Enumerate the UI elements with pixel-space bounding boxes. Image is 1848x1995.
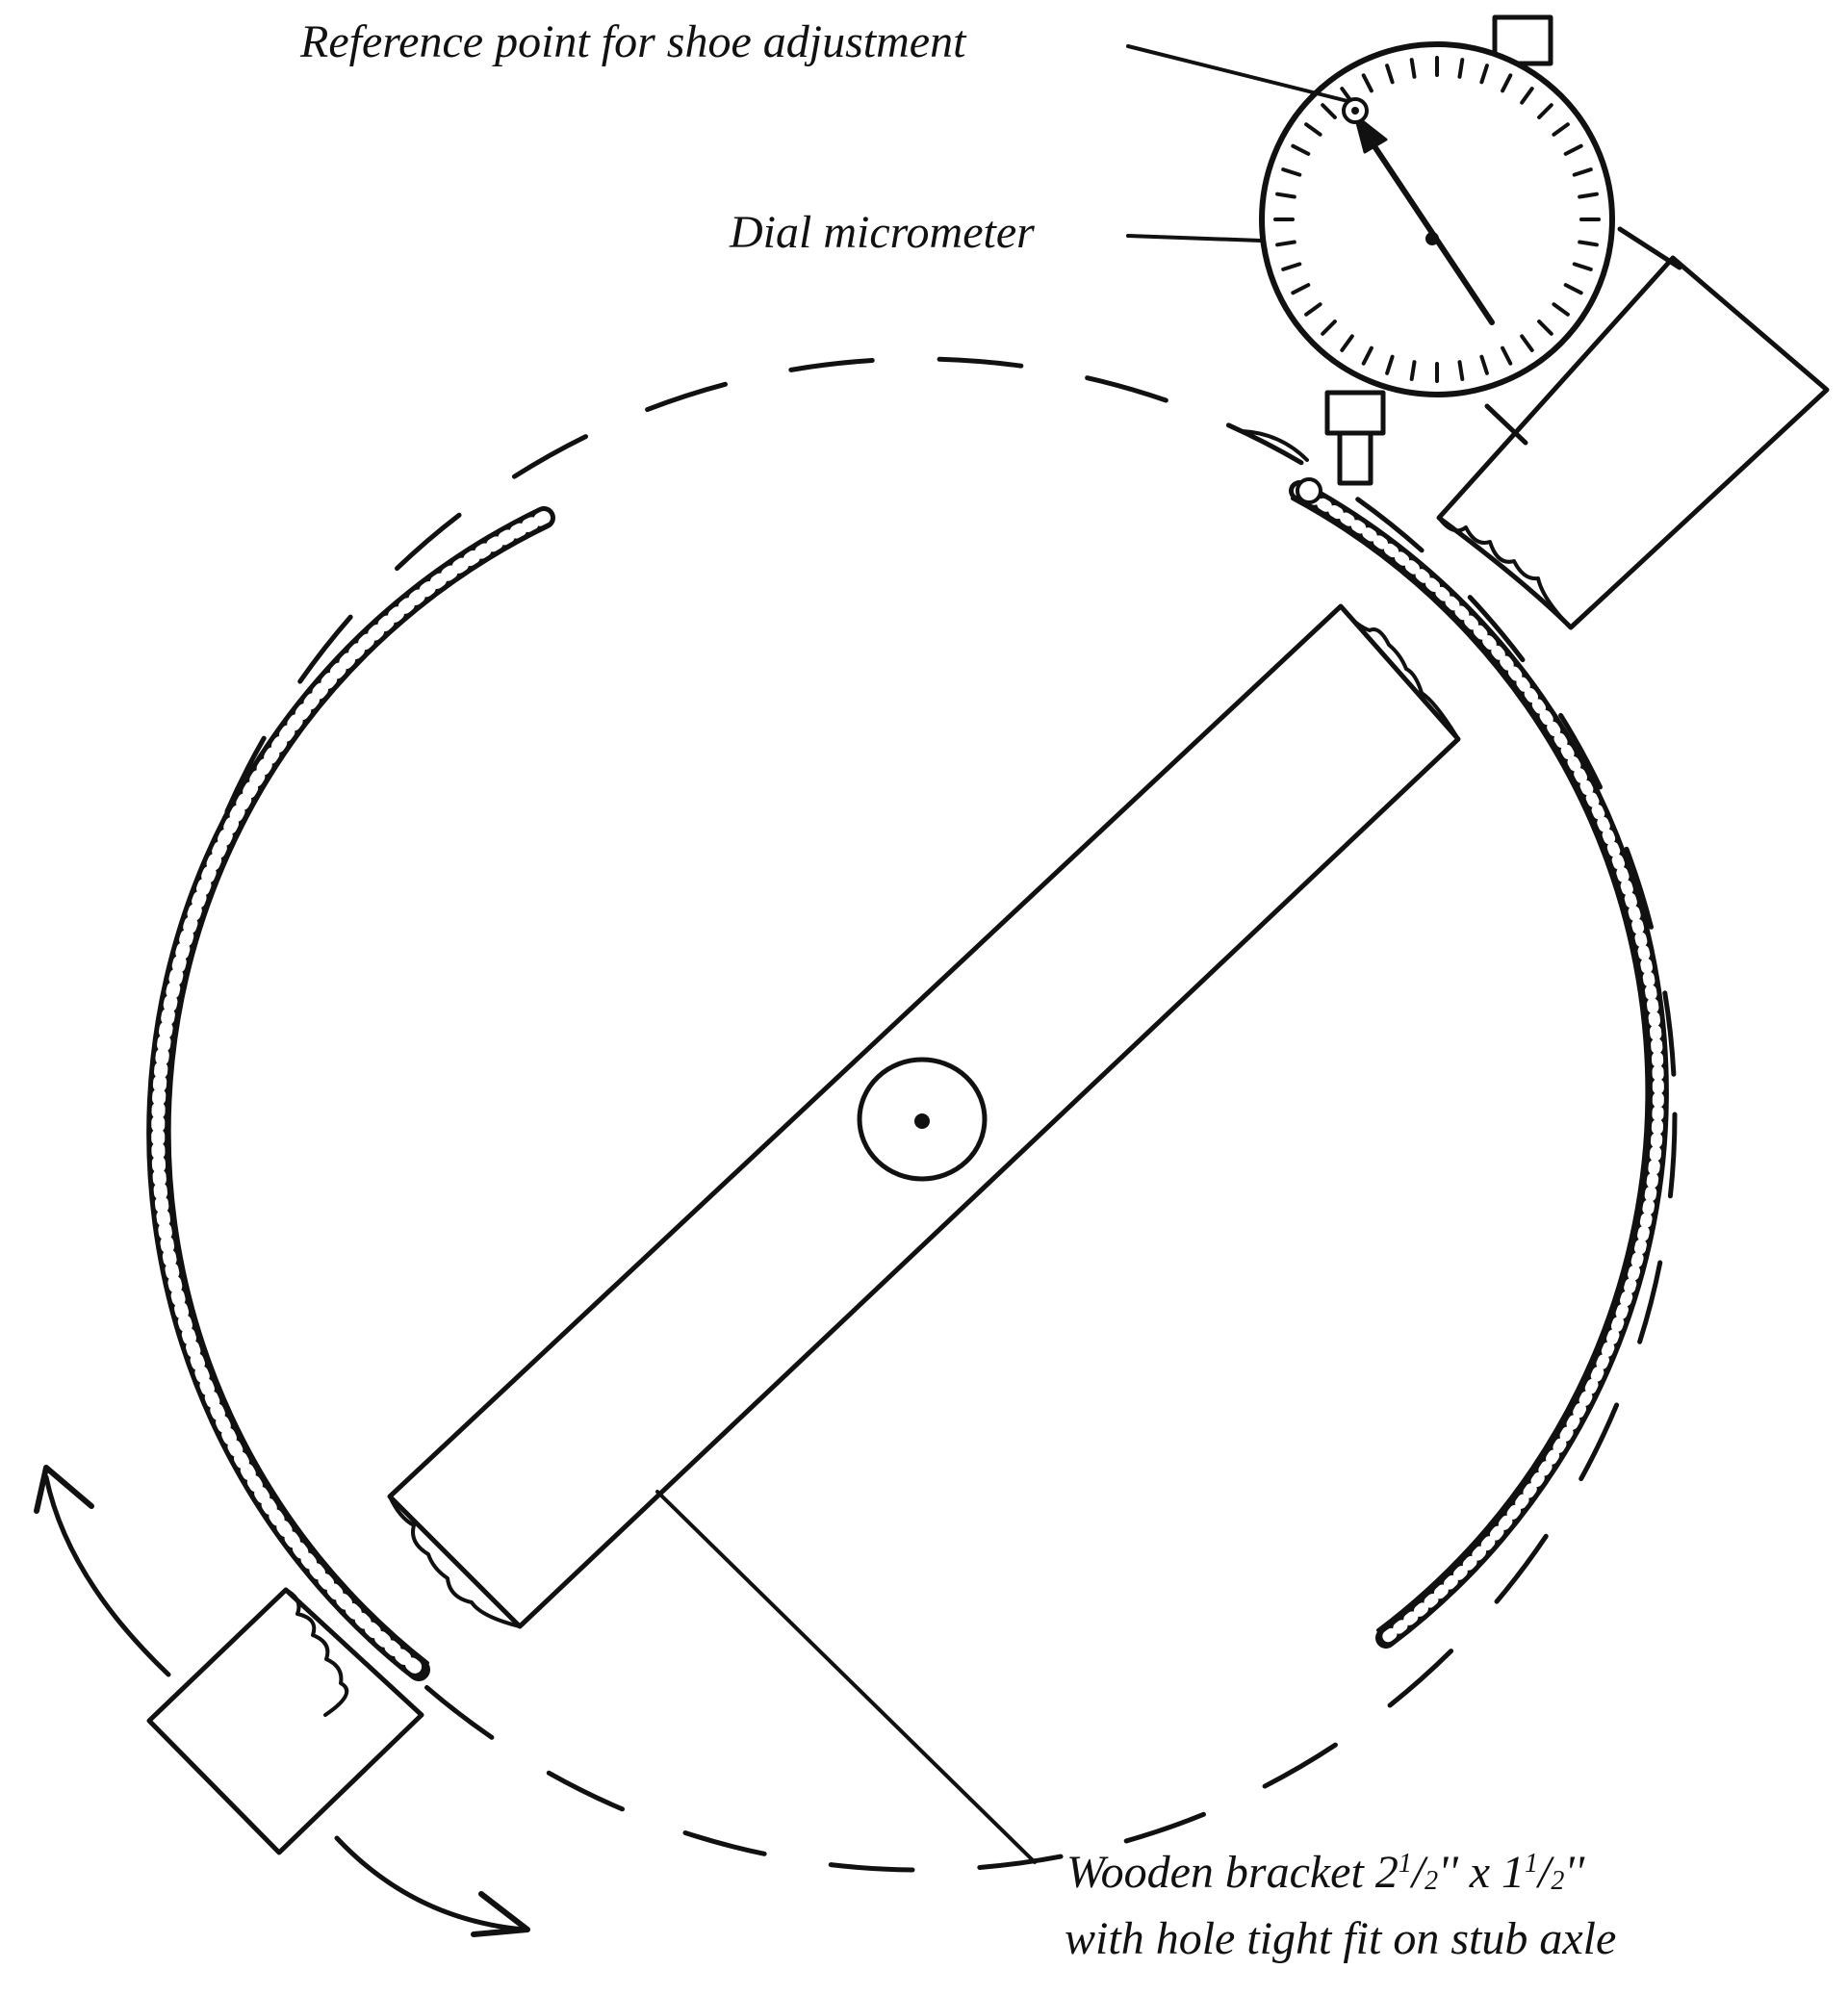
dial-tick bbox=[1501, 73, 1513, 93]
bracket-slash-1: / bbox=[1411, 1847, 1425, 1898]
dial-tick bbox=[1291, 283, 1311, 295]
wooden-bracket-label-line2: with hole tight fit on stub axle bbox=[1065, 1913, 1617, 1964]
dial-tick bbox=[1385, 64, 1395, 85]
drum-dashed-outline bbox=[161, 356, 1678, 1873]
dial-tick bbox=[1361, 345, 1373, 366]
dial-tick bbox=[1340, 334, 1354, 352]
dial-micrometer bbox=[1259, 14, 1615, 504]
dial-tick bbox=[1479, 64, 1489, 85]
dial-tick bbox=[1563, 283, 1583, 295]
drum-arc-segment bbox=[1240, 429, 1309, 462]
dial-tick bbox=[1537, 103, 1553, 119]
dial-tick bbox=[1572, 262, 1593, 271]
stub-axle-center bbox=[914, 1113, 930, 1129]
dial-micrometer-label: Dial micrometer bbox=[730, 207, 1035, 258]
reference-point-marker bbox=[1342, 97, 1369, 124]
dial-tick bbox=[1457, 360, 1465, 381]
stub-axle-hole bbox=[857, 1057, 988, 1182]
dial-tick bbox=[1304, 122, 1322, 137]
dial-tick bbox=[1578, 192, 1599, 199]
dial-tick bbox=[1520, 87, 1534, 105]
dial-tick bbox=[1409, 58, 1417, 79]
bracket-frac-num-1: 1 bbox=[1398, 1849, 1412, 1879]
dial-mount-block bbox=[1436, 226, 1830, 630]
dial-tick bbox=[1479, 354, 1489, 375]
dial-tick bbox=[1520, 334, 1534, 352]
dial-tick bbox=[1304, 302, 1322, 317]
dial-leader-line bbox=[1126, 234, 1263, 243]
dial-tick bbox=[1321, 103, 1337, 119]
dial-tick bbox=[1552, 302, 1570, 317]
bracket-text-e: '' bbox=[1564, 1847, 1584, 1898]
bottom-left-block bbox=[146, 1587, 424, 1855]
dial-tick bbox=[1457, 58, 1465, 79]
rotation-arrow-upper bbox=[34, 1465, 171, 1677]
dial-tick bbox=[1501, 345, 1513, 366]
dial-tick bbox=[1281, 167, 1302, 177]
dial-tick bbox=[1537, 320, 1553, 336]
bracket-slash-2: / bbox=[1538, 1847, 1552, 1898]
wooden-bracket-label-line1: Wooden bracket 21/2'' x 11/2'' bbox=[1066, 1850, 1584, 1896]
dial-tick bbox=[1552, 122, 1570, 137]
dial-needle bbox=[1353, 114, 1495, 325]
right-brake-shoe bbox=[1289, 480, 1669, 1649]
dial-tick bbox=[1361, 73, 1373, 93]
dial-tick bbox=[1275, 192, 1296, 199]
dial-tick bbox=[1275, 240, 1296, 247]
dial-tick bbox=[1578, 240, 1599, 247]
bracket-frac-num-2: 1 bbox=[1525, 1849, 1538, 1879]
dial-tick bbox=[1409, 360, 1417, 381]
bracket-text-c: '' x 1 bbox=[1438, 1847, 1525, 1898]
dial-tick bbox=[1563, 143, 1583, 156]
dial-tick-marks bbox=[1273, 56, 1601, 383]
dial-tick bbox=[1291, 143, 1311, 156]
dial-tick bbox=[1281, 262, 1302, 271]
reference-leader-line bbox=[1126, 44, 1349, 103]
dial-tick bbox=[1572, 167, 1593, 177]
left-brake-shoe bbox=[146, 506, 555, 1681]
bracket-frac-den-1: 2 bbox=[1424, 1866, 1439, 1896]
dial-tick bbox=[1321, 320, 1337, 336]
reference-point-label: Reference point for shoe adjustment bbox=[300, 16, 966, 67]
dial-tick bbox=[1385, 354, 1395, 375]
rotation-arrow-lower bbox=[334, 1835, 530, 1937]
bracket-leader-line bbox=[655, 1490, 1037, 1864]
bracket-frac-den-2: 2 bbox=[1551, 1866, 1565, 1896]
bracket-text-a: Wooden bracket 2 bbox=[1066, 1847, 1399, 1898]
